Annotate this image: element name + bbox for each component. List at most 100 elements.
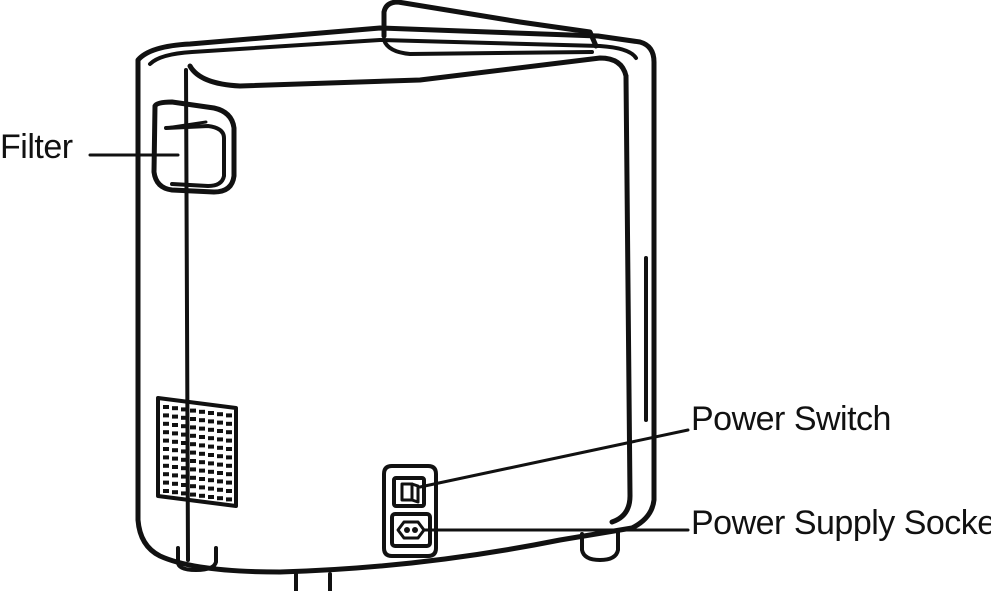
vent-hole: [226, 447, 232, 451]
vent-hole: [217, 487, 223, 492]
vent-hole: [163, 463, 169, 468]
vent-hole: [181, 491, 187, 496]
vent-hole: [172, 423, 178, 427]
vent-hole: [181, 457, 187, 462]
vent-hole: [226, 438, 232, 443]
vent-hole: [172, 456, 178, 461]
vent-hole: [190, 408, 196, 413]
vent-hole: [217, 437, 223, 442]
vent-hole: [163, 405, 169, 409]
vent-hole: [181, 449, 187, 454]
vent-hole: [199, 485, 205, 490]
vent-hole: [163, 455, 169, 460]
vent-hole: [190, 433, 196, 438]
vent-hole: [226, 472, 232, 477]
vent-hole: [199, 493, 205, 498]
power-supply-socket-label: Power Supply Socket: [691, 504, 991, 542]
vent-hole: [163, 472, 169, 477]
vent-hole: [190, 475, 196, 480]
vent-hole: [190, 467, 196, 472]
vent-hole: [163, 480, 169, 485]
vent-hole: [163, 438, 169, 443]
vent-hole: [190, 450, 196, 455]
vent-hole: [226, 413, 232, 418]
vent-hole: [181, 466, 187, 471]
vent-hole: [172, 448, 178, 453]
vent-hole: [172, 490, 178, 495]
vent-hole: [190, 425, 196, 430]
air-vent-grille: [156, 396, 238, 508]
vent-hole: [217, 429, 223, 433]
vent-hole: [199, 451, 205, 456]
vent-hole: [190, 459, 196, 463]
vent-hole: [172, 439, 178, 444]
vent-hole: [208, 419, 214, 424]
vent-hole: [190, 417, 196, 421]
vent-hole: [199, 460, 205, 465]
vent-hole: [163, 430, 169, 435]
vent-hole: [199, 443, 205, 448]
filter-label: Filter: [0, 128, 73, 166]
vent-hole: [181, 424, 187, 429]
vent-hole: [181, 483, 187, 487]
vent-hole: [217, 479, 223, 484]
vent-holes: [163, 405, 232, 502]
vent-hole: [181, 441, 187, 445]
vent-hole: [181, 415, 187, 420]
vent-hole: [199, 418, 205, 423]
power-panel: [382, 464, 438, 558]
vent-hole: [217, 412, 223, 417]
vent-hole: [181, 407, 187, 412]
vent-hole: [226, 455, 232, 460]
vent-hole: [172, 481, 178, 486]
leader-lines: [88, 153, 690, 532]
vent-hole: [217, 471, 223, 475]
vent-hole: [163, 489, 169, 493]
vent-hole: [172, 414, 178, 419]
vent-hole: [226, 489, 232, 493]
vent-hole: [208, 486, 214, 491]
vent-hole: [208, 461, 214, 466]
vent-hole: [217, 462, 223, 467]
vent-hole: [208, 444, 214, 449]
vent-hole: [208, 469, 214, 474]
vent-hole: [190, 442, 196, 447]
power-switch-label: Power Switch: [691, 400, 891, 438]
vent-hole: [226, 497, 232, 502]
vent-hole: [217, 454, 223, 459]
vent-hole: [226, 480, 232, 485]
vent-hole: [208, 427, 214, 432]
vent-hole: [217, 420, 223, 425]
vent-hole: [190, 492, 196, 497]
device-housing: [135, 0, 657, 575]
vent-hole: [172, 473, 178, 478]
vent-hole: [172, 465, 178, 469]
vent-hole: [208, 411, 214, 415]
vent-hole: [163, 413, 169, 418]
vent-hole: [163, 447, 169, 451]
vent-hole: [226, 430, 232, 435]
vent-hole: [199, 426, 205, 431]
vent-hole: [181, 474, 187, 479]
vent-hole: [217, 496, 223, 501]
vent-hole: [199, 435, 205, 439]
power-switch-leader-line: [418, 428, 690, 489]
filter-cover: [151, 99, 237, 195]
vent-hole: [199, 468, 205, 473]
vent-hole: [208, 453, 214, 457]
vent-hole: [199, 477, 205, 481]
vent-hole: [163, 421, 169, 426]
vent-hole: [208, 436, 214, 441]
vent-hole: [181, 432, 187, 437]
vent-hole: [226, 421, 232, 426]
vent-hole: [226, 463, 232, 468]
vent-hole: [208, 495, 214, 499]
vent-hole: [208, 478, 214, 483]
vent-hole: [172, 406, 178, 411]
vent-hole: [172, 431, 178, 436]
power-switch: [392, 476, 426, 508]
vent-hole: [190, 484, 196, 489]
vent-hole: [217, 445, 223, 450]
vent-hole: [199, 409, 205, 414]
